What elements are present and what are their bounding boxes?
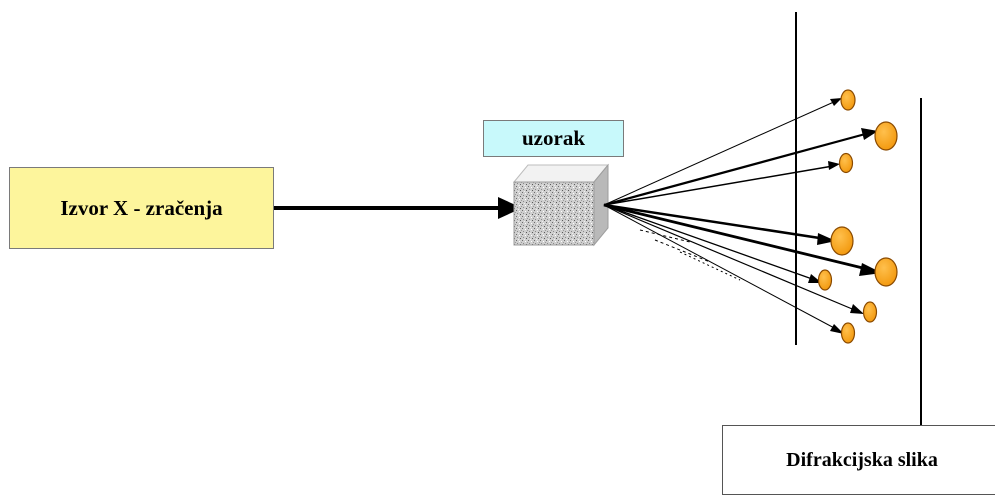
- ray: [603, 203, 872, 272]
- diffraction-pattern-box: Difrakcijska slika: [722, 425, 995, 495]
- xray-source-label: Izvor X - zračenja: [60, 195, 223, 220]
- arrowhead: [830, 324, 844, 334]
- ray: [603, 100, 837, 206]
- ray-dashed: [639, 229, 691, 243]
- arrowhead: [830, 98, 842, 106]
- diffraction-diagram: [274, 12, 922, 428]
- diffraction-pattern-label: Difrakcijska slika: [786, 448, 938, 471]
- diffracted-rays: [603, 100, 872, 331]
- ray: [603, 203, 827, 241]
- ray: [603, 131, 870, 207]
- ray-arrowheads: [808, 98, 882, 334]
- granular-cube-icon: [512, 163, 610, 247]
- diffraction-spot-icon: [840, 89, 856, 111]
- ray: [603, 204, 816, 281]
- diffraction-spots: [817, 89, 898, 344]
- diffraction-spot-icon: [817, 269, 833, 291]
- diffraction-spot-icon: [874, 121, 898, 151]
- sample-label-box: uzorak: [483, 120, 624, 157]
- ray: [603, 204, 858, 312]
- arrowhead: [828, 161, 840, 170]
- xray-source-box: Izvor X - zračenja: [9, 167, 274, 249]
- ray: [603, 204, 839, 331]
- diffraction-spot-icon: [862, 301, 878, 323]
- ray: [603, 165, 834, 206]
- diffraction-spot-icon: [840, 322, 856, 344]
- incident-beam-arrowhead: [498, 197, 522, 219]
- diffraction-spot-icon: [838, 152, 854, 174]
- ray-dashed: [654, 239, 711, 263]
- arrowhead: [850, 304, 864, 314]
- sample-label: uzorak: [522, 126, 585, 150]
- ray-dashed: [679, 251, 741, 281]
- diffraction-spot-icon: [830, 226, 854, 256]
- diffraction-spot-icon: [874, 257, 898, 287]
- arrowhead: [861, 128, 878, 140]
